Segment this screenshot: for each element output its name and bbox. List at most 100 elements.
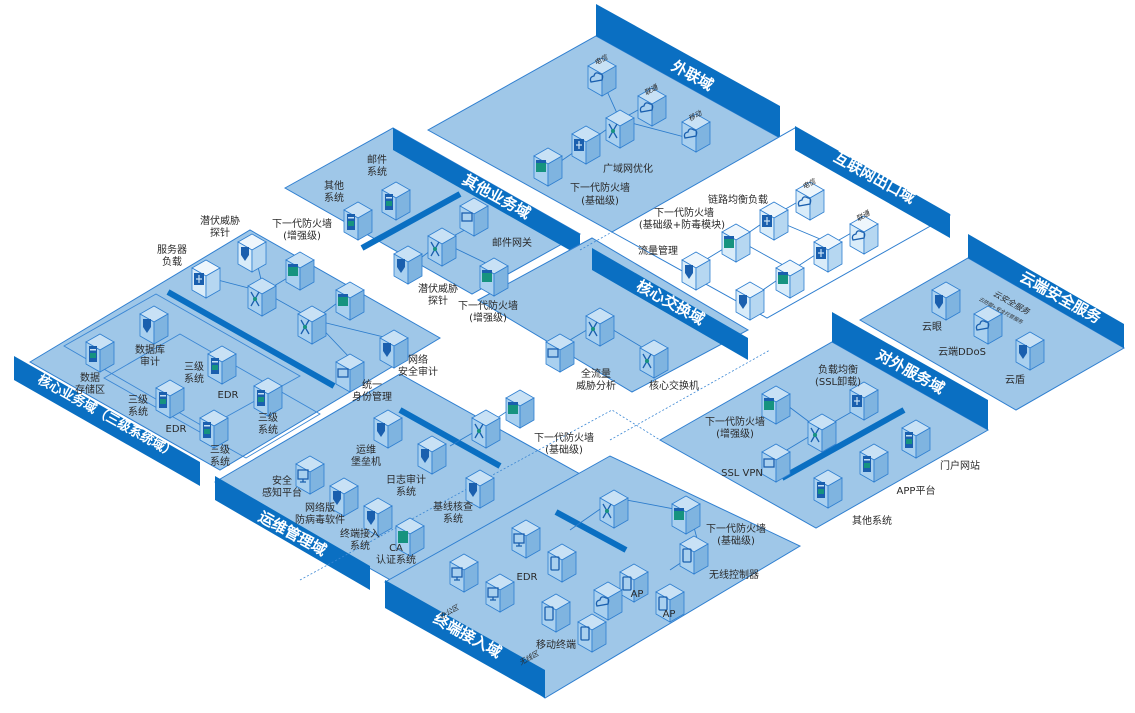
core-firewall-2[interactable] <box>335 281 365 321</box>
traffic-manager-2[interactable] <box>735 281 765 321</box>
level3-system-3[interactable] <box>253 377 283 417</box>
portal-server[interactable] <box>901 419 931 459</box>
label-other-apt-2: 探针 <box>428 294 448 307</box>
core-switch-1[interactable] <box>585 307 615 347</box>
label-ssl-vpn: SSL VPN <box>721 468 763 479</box>
label-slb-1: 服务器 <box>157 243 187 256</box>
label-core-switch: 核心交换机 <box>649 379 699 392</box>
data-storage[interactable] <box>85 333 115 373</box>
label-lb-1: 负载均衡 <box>818 363 858 376</box>
label-antivirus-2: 防病毒软件 <box>295 513 345 526</box>
core-apt-probe[interactable] <box>237 233 267 273</box>
core-biz-switch-2[interactable] <box>297 305 327 345</box>
network-audit[interactable] <box>379 329 409 369</box>
label-baseline-1: 基线核查 <box>433 500 473 513</box>
mobile-terminal-2[interactable] <box>577 613 607 653</box>
public-switch[interactable] <box>807 413 837 453</box>
mail-gateway[interactable] <box>459 197 489 237</box>
full-traffic-analyzer[interactable] <box>545 333 575 373</box>
log-audit[interactable] <box>417 435 447 475</box>
level3-system-vm-2[interactable] <box>155 379 185 419</box>
office-tablet[interactable] <box>547 543 577 583</box>
endpoint-switch[interactable] <box>599 489 629 529</box>
label-traffic-manager: 流量管理 <box>638 244 678 257</box>
label-link-load-balancer: 链路均衡负载 <box>708 193 768 206</box>
label-external-fw-1: 下一代防火墙 <box>570 181 630 194</box>
label-cloud-shield: 云盾 <box>1005 374 1025 386</box>
label-mail-system-2: 系统 <box>367 165 387 178</box>
label-core-fw-2: (增强级) <box>283 229 321 242</box>
endpoint-firewall[interactable] <box>671 495 701 535</box>
label-db-audit-1: 数据库 <box>135 343 165 356</box>
traffic-manager-1[interactable] <box>681 251 711 291</box>
label-l3-system-2b: 系统 <box>128 405 148 418</box>
label-core-fw-1: 下一代防火墙 <box>272 217 332 230</box>
core-biz-switch-1[interactable] <box>247 277 277 317</box>
exit-firewall-2[interactable] <box>775 259 805 299</box>
label-exit-fw-1: 下一代防火墙 <box>654 206 714 219</box>
other-public-server[interactable] <box>813 469 843 509</box>
label-public-fw-1: 下一代防火墙 <box>705 415 765 428</box>
label-cloud-eye: 云眼 <box>922 321 942 333</box>
label-other-fw-2: (增强级) <box>469 311 507 324</box>
label-db-audit-2: 审计 <box>140 355 160 368</box>
wireless-ap-signal[interactable] <box>593 581 623 621</box>
label-bastion-1: 运维 <box>356 443 376 456</box>
label-public-fw-2: (增强级) <box>716 427 754 440</box>
wan-switch[interactable] <box>605 109 635 149</box>
wireless-controller[interactable] <box>679 535 709 575</box>
label-storage-1: 数据 <box>80 371 100 384</box>
label-wireless-controller: 无线控制器 <box>709 568 759 581</box>
core-switch-2[interactable] <box>639 339 669 379</box>
label-nac-2: 系统 <box>350 539 370 552</box>
level3-system-4[interactable] <box>199 409 229 449</box>
cloud-eye[interactable] <box>931 281 961 321</box>
core-firewall-1[interactable] <box>285 251 315 291</box>
label-endpoint-fw-1: 下一代防火墙 <box>706 522 766 535</box>
bus-ops <box>398 407 502 469</box>
other-apt-probe[interactable] <box>393 245 423 285</box>
label-bastion-2: 堡垒机 <box>351 455 381 468</box>
label-portal: 门户网站 <box>940 459 980 472</box>
label-iam-2: 身份管理 <box>352 390 392 403</box>
office-pc-2[interactable] <box>449 553 479 593</box>
link-load-balancer[interactable] <box>759 201 789 241</box>
ops-firewall[interactable] <box>505 389 535 429</box>
label-ca-2: 认证系统 <box>376 553 416 566</box>
exit-switch[interactable] <box>813 233 843 273</box>
level3-system-vm-1[interactable] <box>207 345 237 385</box>
label-l3-system-2a: 三级 <box>128 394 148 406</box>
bus-public-service <box>780 407 906 481</box>
other-firewall[interactable] <box>479 257 509 297</box>
label-sip-2: 感知平台 <box>262 486 302 499</box>
other-system[interactable] <box>343 201 373 241</box>
cloud-shield[interactable] <box>1015 331 1045 371</box>
wan-optimizer[interactable] <box>571 125 601 165</box>
public-firewall[interactable] <box>761 385 791 425</box>
label-nac-1: 终端接入 <box>340 527 380 540</box>
other-switch[interactable] <box>427 227 457 267</box>
ops-switch[interactable] <box>471 409 501 449</box>
exit-firewall-1[interactable] <box>721 223 751 263</box>
identity-management[interactable] <box>335 353 365 393</box>
label-l3-system-4b: 系统 <box>210 455 230 468</box>
mail-system[interactable] <box>381 181 411 221</box>
ssl-vpn[interactable] <box>761 443 791 483</box>
bastion-host[interactable] <box>373 409 403 449</box>
label-network-audit-1: 网络 <box>408 353 428 366</box>
label-l3-system-1b: 系统 <box>184 372 204 385</box>
server-load-balancer[interactable] <box>191 259 221 299</box>
exit-cloud-2[interactable] <box>849 215 879 255</box>
label-l3-system-4a: 三级 <box>210 444 230 456</box>
bus-endpoint <box>554 509 628 553</box>
office-pc-3[interactable] <box>485 573 515 613</box>
external-firewall[interactable] <box>533 147 563 187</box>
label-other-system-1: 其他 <box>324 179 344 192</box>
db-audit[interactable] <box>139 305 169 345</box>
app-platform-server[interactable] <box>859 443 889 483</box>
label-network-audit-2: 安全审计 <box>398 365 438 378</box>
office-pc-1[interactable] <box>511 519 541 559</box>
label-sta-2: 威胁分析 <box>576 379 616 392</box>
label-exit-fw-2: (基础级+防毒模块) <box>639 218 725 231</box>
mobile-terminal-1[interactable] <box>541 593 571 633</box>
